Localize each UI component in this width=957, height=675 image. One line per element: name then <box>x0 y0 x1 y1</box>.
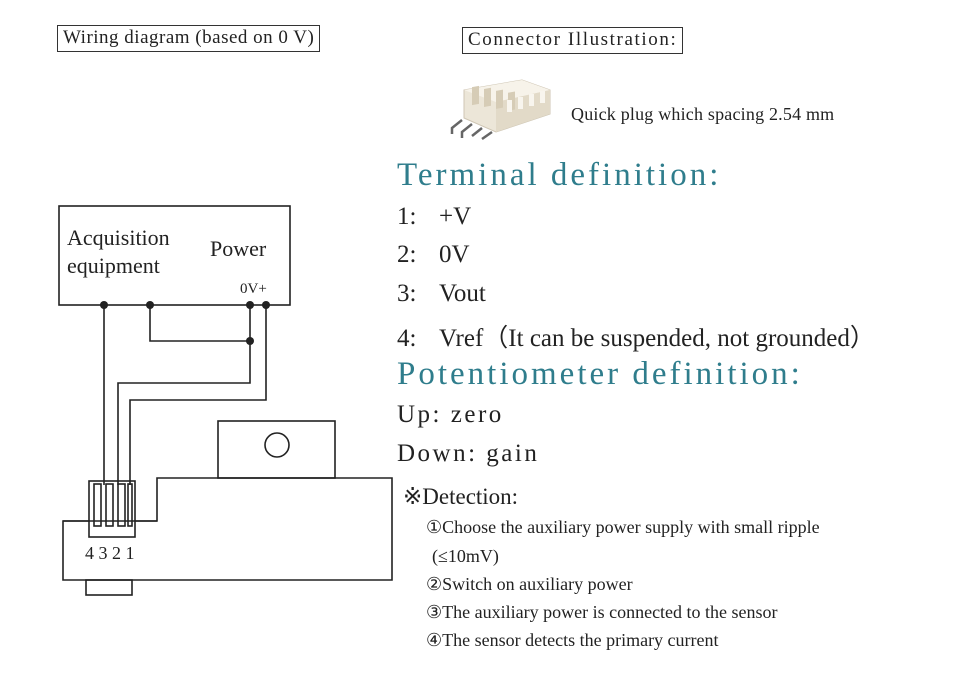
connector-plug-image <box>450 79 551 140</box>
potentiometer-housing <box>217 420 336 479</box>
terminal-text: +V <box>439 203 472 230</box>
detection-step-2: ②Switch on auxiliary power <box>426 574 633 594</box>
sensor-bottom-tab <box>85 579 133 596</box>
terminal-number: 4: <box>397 325 417 352</box>
power-pins-label: 0V+ <box>240 281 267 297</box>
terminal-item: 3: Vout <box>397 280 486 308</box>
junction-dot <box>262 301 270 309</box>
terminal-item: 4: Vref（It can be suspended, not grounded… <box>397 318 875 354</box>
terminal-item: 2: 0V <box>397 241 470 269</box>
acquisition-power-box <box>58 205 291 306</box>
connector-caption: Quick plug which spacing 2.54 mm <box>571 104 835 124</box>
power-label: Power <box>210 236 267 261</box>
terminal-number: 2: <box>397 241 417 268</box>
terminal-number: 3: <box>397 280 417 307</box>
wire-acq-to-0v <box>149 305 250 342</box>
terminal-item: 1: +V <box>397 203 471 231</box>
detection-step-1-continued: (≤10mV) <box>432 546 499 566</box>
potentiometer-definition-heading: Potentiometer definition: <box>397 356 803 392</box>
potentiometer-down: Down: gain <box>397 440 540 467</box>
detection-heading: ※Detection: <box>403 484 519 509</box>
wire-plus-v <box>129 305 267 485</box>
wiring-diagram-title: Wiring diagram (based on 0 V) <box>57 25 321 52</box>
detection-step-3: ③The auxiliary power is connected to the… <box>426 602 778 622</box>
junction-dot <box>100 301 108 309</box>
potentiometer-knob <box>264 432 290 458</box>
terminal-text: Vout <box>439 280 486 307</box>
potentiometer-up: Up: zero <box>397 401 504 428</box>
wire-0v <box>117 305 251 485</box>
terminal-definition-heading: Terminal definition: <box>397 157 722 193</box>
detection-step-4: ④The sensor detects the primary current <box>426 630 719 650</box>
terminal-number: 1: <box>397 203 417 230</box>
sensor-connector-header <box>88 480 136 538</box>
junction-dot <box>146 301 154 309</box>
junction-dot <box>246 301 254 309</box>
connector-illustration-title: Connector Illustration: <box>462 27 684 54</box>
detection-step-1: ①Choose the auxiliary power supply with … <box>426 517 820 537</box>
connector-pins <box>450 119 493 140</box>
sensor-pin-numbers: 4 3 2 1 <box>85 543 135 563</box>
acquisition-label-line2: equipment <box>67 253 160 278</box>
junction-dot <box>246 337 254 345</box>
terminal-text: 0V <box>439 241 470 268</box>
terminal-text: Vref（It can be suspended, not grounded） <box>439 325 875 352</box>
acquisition-label-line1: Acquisition <box>67 225 170 250</box>
